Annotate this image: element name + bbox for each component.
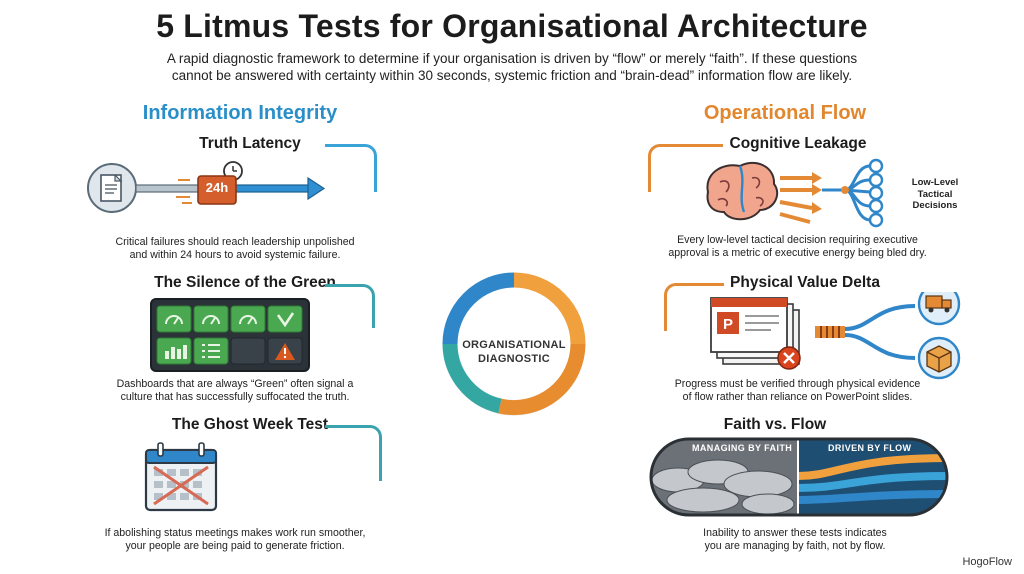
gauge-icon	[239, 315, 257, 325]
physical-value-delta-illustration: P	[710, 292, 961, 380]
flow-streams	[797, 454, 947, 504]
cognitive-leakage-desc-line-2: approval is a metric of executive energy…	[668, 247, 927, 259]
faith-vs-flow-desc-line-1: Inability to answer these tests indicate…	[703, 527, 887, 539]
hogoflow-brand: HogoFlow	[962, 556, 1012, 568]
gauge-icon	[165, 315, 183, 325]
center-label-line-1: ORGANISATIONAL	[462, 339, 566, 351]
crossed-calendar-icon	[144, 442, 218, 512]
cognitive-leakage-title: Cognitive Leakage	[729, 135, 867, 152]
silence-green-desc-line-2: culture that has successfully suffocated…	[120, 391, 350, 403]
operational-flow-heading: Operational Flow	[703, 102, 867, 124]
organisational-diagnostic-ring	[442, 272, 586, 416]
page-subtitle: A rapid diagnostic framework to determin…	[132, 50, 892, 84]
ghost-week-bracket	[325, 425, 382, 481]
delivery-truck-icon	[917, 292, 961, 326]
physical-value-delta-title: Physical Value Delta	[730, 274, 880, 291]
faith-vs-flow-description: Inability to answer these tests indicate…	[670, 527, 920, 553]
checkmark-icon	[276, 312, 295, 328]
silence-green-description: Dashboards that are always “Green” often…	[90, 378, 380, 404]
svg-text:P: P	[723, 316, 733, 333]
cognitive-leakage-description: Every low-level tactical decision requir…	[650, 234, 945, 260]
ghost-week-test-title: The Ghost Week Test	[171, 416, 329, 433]
silence-green-desc-line-1: Dashboards that are always “Green” often…	[116, 378, 354, 390]
page-title: 5 Litmus Tests for Organisational Archit…	[156, 8, 868, 44]
faith-vs-flow-desc-line-2: you are managing by faith, not by flow.	[704, 540, 886, 552]
truth-latency-illustration	[87, 161, 326, 213]
subtitle-line-1: A rapid diagnostic framework to determin…	[166, 51, 858, 66]
error-x-icon	[777, 346, 801, 370]
dashboard-tiles	[156, 305, 303, 365]
center-label-line-2: DIAGNOSTIC	[477, 353, 551, 365]
truth-latency-description: Critical failures should reach leadershi…	[90, 236, 380, 262]
cognitive-leakage-bracket	[648, 144, 723, 192]
speed-lines-icon	[176, 179, 192, 204]
subtitle-line-2: cannot be answered with certainty within…	[171, 68, 853, 83]
truth-latency-bracket	[325, 144, 377, 192]
cognitive-leakage-illustration	[706, 158, 884, 228]
list-icon	[202, 344, 220, 358]
side-label-line-3: Decisions	[912, 200, 958, 211]
driven-by-flow-label: DRIVEN BY FLOW	[828, 443, 912, 453]
gauge-icon	[202, 315, 220, 325]
physical-value-delta-desc-line-1: Progress must be verified through physic…	[674, 378, 921, 390]
bar-chart-icon	[165, 345, 187, 359]
brain-icon	[706, 161, 779, 221]
truth-latency-desc-line-1: Critical failures should reach leadershi…	[115, 236, 355, 248]
document-icon	[87, 163, 137, 213]
ghost-week-desc-line-2: your people are being paid to generate f…	[125, 540, 345, 552]
information-integrity-heading: Information Integrity	[142, 102, 338, 124]
truth-latency-title: Truth Latency	[199, 135, 301, 152]
faith-vs-flow-illustration	[649, 437, 949, 517]
cognitive-leakage-desc-line-1: Every low-level tactical decision requir…	[677, 234, 918, 246]
physical-value-delta-desc-line-2: of flow rather than reliance on PowerPoi…	[682, 391, 913, 403]
warning-icon	[275, 343, 295, 360]
ghost-week-description: If abolishing status meetings makes work…	[85, 527, 385, 553]
silence-green-bracket	[325, 284, 375, 328]
package-box-icon	[917, 336, 961, 380]
faith-vs-flow-title: Faith vs. Flow	[723, 416, 827, 433]
side-label-line-1: Low-Level	[911, 177, 959, 188]
silence-of-the-green-title: The Silence of the Green	[154, 274, 336, 291]
physical-value-delta-bracket	[664, 283, 724, 331]
ghost-week-desc-line-1: If abolishing status meetings makes work…	[104, 527, 366, 539]
side-label-line-2: Tactical	[917, 188, 953, 200]
organisational-diagnostic-label: ORGANISATIONAL DIAGNOSTIC	[450, 338, 578, 366]
leakage-arrows	[779, 176, 813, 224]
pipe-connector	[815, 326, 845, 338]
managing-by-faith-label: MANAGING BY FAITH	[692, 443, 793, 453]
low-level-tactical-decisions-label: Low-Level Tactical Decisions	[905, 177, 965, 212]
physical-value-delta-description: Progress must be verified through physic…	[660, 378, 935, 404]
24h-badge: 24h	[205, 180, 229, 195]
truth-latency-desc-line-2: and within 24 hours to avoid systemic fa…	[129, 249, 341, 261]
